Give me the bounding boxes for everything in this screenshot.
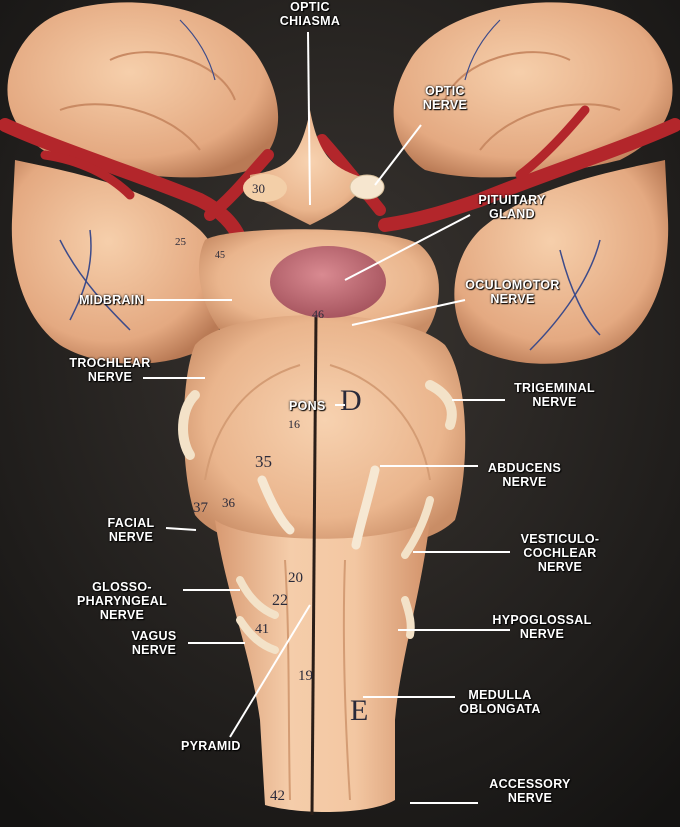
marking: 46 — [312, 307, 324, 321]
label-vestibulocochlear-nerve: VESTICULO- COCHLEAR NERVE — [520, 532, 600, 574]
marking: 20 — [288, 570, 303, 586]
pons-shape — [183, 315, 466, 549]
label-vagus-nerve: VAGUS NERVE — [131, 629, 177, 657]
marking: 22 — [272, 592, 288, 609]
label-glossopharyngeal-nerve: GLOSSO- PHARYNGEAL NERVE — [76, 580, 168, 622]
pointer-optic-chiasma — [307, 31, 311, 206]
median-fissure — [310, 314, 318, 816]
label-abducens-nerve: ABDUCENS NERVE — [487, 461, 562, 489]
brainstem — [183, 229, 466, 816]
marking: 30 — [252, 181, 265, 196]
pointer-pyramid — [229, 604, 311, 738]
left-frontal-lobe — [7, 2, 279, 178]
cerebrum — [7, 2, 673, 364]
label-trochlear-nerve: TROCHLEAR NERVE — [69, 356, 151, 384]
marking: E — [350, 694, 368, 727]
label-optic-chiasma: OPTIC CHIASMA — [279, 0, 341, 28]
label-pons: PONS — [289, 399, 326, 413]
marking: 25 — [175, 236, 187, 248]
label-accessory-nerve: ACCESSORY NERVE — [489, 777, 571, 805]
arteries — [0, 105, 680, 247]
marking: 19 — [298, 668, 313, 684]
marking: 42 — [270, 788, 285, 804]
left-temporal-lobe — [11, 160, 226, 364]
label-midbrain: MIDBRAIN — [79, 293, 144, 307]
marking: 45 — [215, 250, 225, 261]
pointer-oculomotor-nerve — [351, 299, 466, 326]
pointer-facial-nerve — [165, 527, 197, 531]
marking: 41 — [255, 622, 269, 637]
label-medulla-oblongata: MEDULLA OBLONGATA — [459, 688, 541, 716]
cranial-nerve-stumps — [178, 380, 457, 654]
model-markings: 30 25 45 46 D 16 35 37 36 20 22 41 19 E … — [175, 181, 368, 804]
optic-nerve-right-stump — [349, 174, 385, 200]
marking: 36 — [222, 495, 236, 510]
optic-nerve-left-stump — [243, 174, 287, 202]
label-hypoglossal-nerve: HYPOGLOSSAL NERVE — [492, 613, 592, 641]
label-optic-nerve: OPTIC NERVE — [422, 84, 468, 112]
marking: D — [340, 384, 362, 417]
pituitary-shape — [270, 246, 386, 318]
right-frontal-lobe — [393, 2, 673, 178]
marking: 16 — [288, 417, 300, 431]
label-facial-nerve: FACIAL NERVE — [107, 516, 155, 544]
medulla-shape — [215, 520, 430, 812]
marking: 35 — [255, 452, 272, 471]
right-temporal-lobe — [454, 160, 669, 364]
marking: 37 — [193, 500, 209, 516]
pointer-pituitary-gland — [344, 214, 471, 281]
label-trigeminal-nerve: TRIGEMINAL NERVE — [514, 381, 595, 409]
label-oculomotor-nerve: OCULOMOTOR NERVE — [465, 278, 560, 306]
label-pyramid: PYRAMID — [181, 739, 241, 753]
pointer-lines — [143, 31, 510, 804]
pointer-optic-nerve — [374, 124, 422, 186]
label-pituitary-gland: PITUITARY GLAND — [478, 193, 546, 221]
